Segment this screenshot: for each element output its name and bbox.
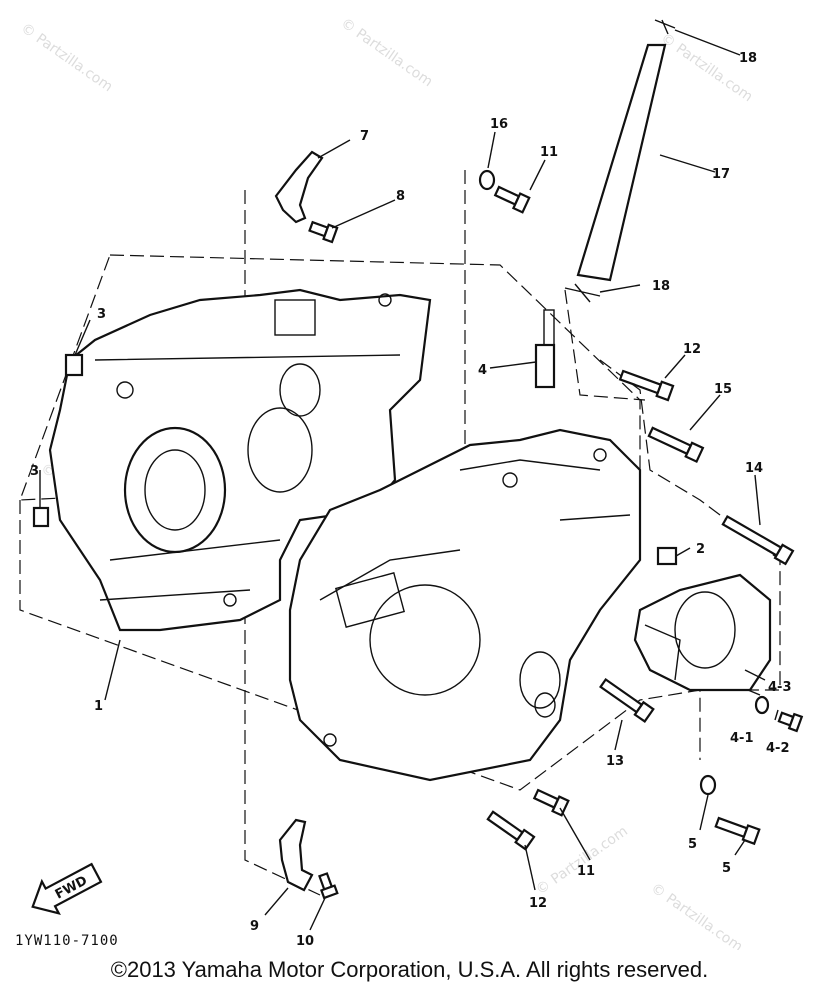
- bolt-5: [714, 816, 761, 846]
- bolt-14: [721, 515, 795, 566]
- callout-18: 18: [739, 51, 757, 66]
- dowel-pin-3: [64, 353, 84, 377]
- watermark: © Partzilla.com: [533, 823, 631, 898]
- bolt-8: [308, 220, 339, 244]
- bolt-13: [599, 677, 655, 723]
- callout-3: 3: [97, 307, 106, 322]
- callout-11: 11: [540, 145, 558, 160]
- watermark: © Partzilla.com: [338, 15, 436, 90]
- bolt-11-top: [493, 185, 531, 214]
- bolt-4-2: [777, 711, 804, 733]
- crankcase-left-half: [48, 288, 432, 632]
- bolt-12-upper: [618, 369, 675, 402]
- bolt-12-lower: [486, 810, 536, 851]
- callout-4-1: 4-1: [730, 731, 754, 746]
- callout-14: 14: [745, 461, 763, 476]
- washer-5: [699, 774, 717, 796]
- fitting-4: [534, 309, 556, 389]
- callout-8: 8: [396, 189, 405, 204]
- callout-5: 5: [688, 837, 697, 852]
- bracket-7: [274, 150, 324, 224]
- fwd-arrow: FWD: [31, 862, 103, 915]
- callout-4-3: 4-3: [768, 680, 792, 695]
- callout-17: 17: [712, 167, 730, 182]
- callout-labels: 3 3 1 2 4 4-3 4-1 4-2 5 5 7 8 9 10 11 11…: [30, 51, 792, 949]
- callout-4: 4: [478, 363, 487, 378]
- callout-7: 7: [360, 129, 369, 144]
- callout-13: 13: [606, 754, 624, 769]
- cover-plate: [633, 573, 772, 692]
- clip-18: [564, 283, 601, 303]
- copyright-notice: ©2013 Yamaha Motor Corporation, U.S.A. A…: [110, 957, 709, 982]
- breather-hose-17: [576, 43, 667, 282]
- leader-lines: [39, 29, 779, 931]
- case-joint-outline: [19, 500, 701, 791]
- callout-4-2: 4-2: [766, 741, 790, 756]
- callout-16: 16: [490, 117, 508, 132]
- callout-10: 10: [296, 934, 314, 949]
- guide-line-4: [564, 289, 646, 401]
- callout-9: 9: [250, 919, 259, 934]
- callout-3: 3: [30, 464, 39, 479]
- crankcase-exploded-diagram: © Partzilla.com © Partzilla.com © Partzi…: [15, 15, 804, 950]
- callout-11: 11: [577, 864, 595, 879]
- left-case-assembly-outline: [19, 254, 641, 501]
- callout-1: 1: [94, 699, 103, 714]
- watermark: © Partzilla.com: [18, 20, 116, 95]
- crankcase-right-half: [288, 428, 642, 782]
- callout-12: 12: [529, 896, 547, 911]
- clip-18-top: [654, 19, 676, 35]
- washer-16: [478, 169, 496, 191]
- washer-4-1: [754, 695, 770, 715]
- callout-12: 12: [683, 342, 701, 357]
- right-case-outline: [599, 359, 781, 691]
- callout-18: 18: [652, 279, 670, 294]
- dowel-pin-2: [656, 546, 678, 566]
- bolt-10: [318, 872, 339, 900]
- watermark: © Partzilla.com: [648, 880, 746, 950]
- callout-15: 15: [714, 382, 732, 397]
- callout-5: 5: [722, 861, 731, 876]
- dowel-pin-3b: [32, 506, 50, 528]
- bracket-9: [278, 818, 314, 892]
- bolt-11-lower: [532, 788, 570, 817]
- callout-2: 2: [696, 542, 705, 557]
- bolt-15: [647, 426, 705, 464]
- diagram-code: 1YW110-7100: [15, 933, 119, 949]
